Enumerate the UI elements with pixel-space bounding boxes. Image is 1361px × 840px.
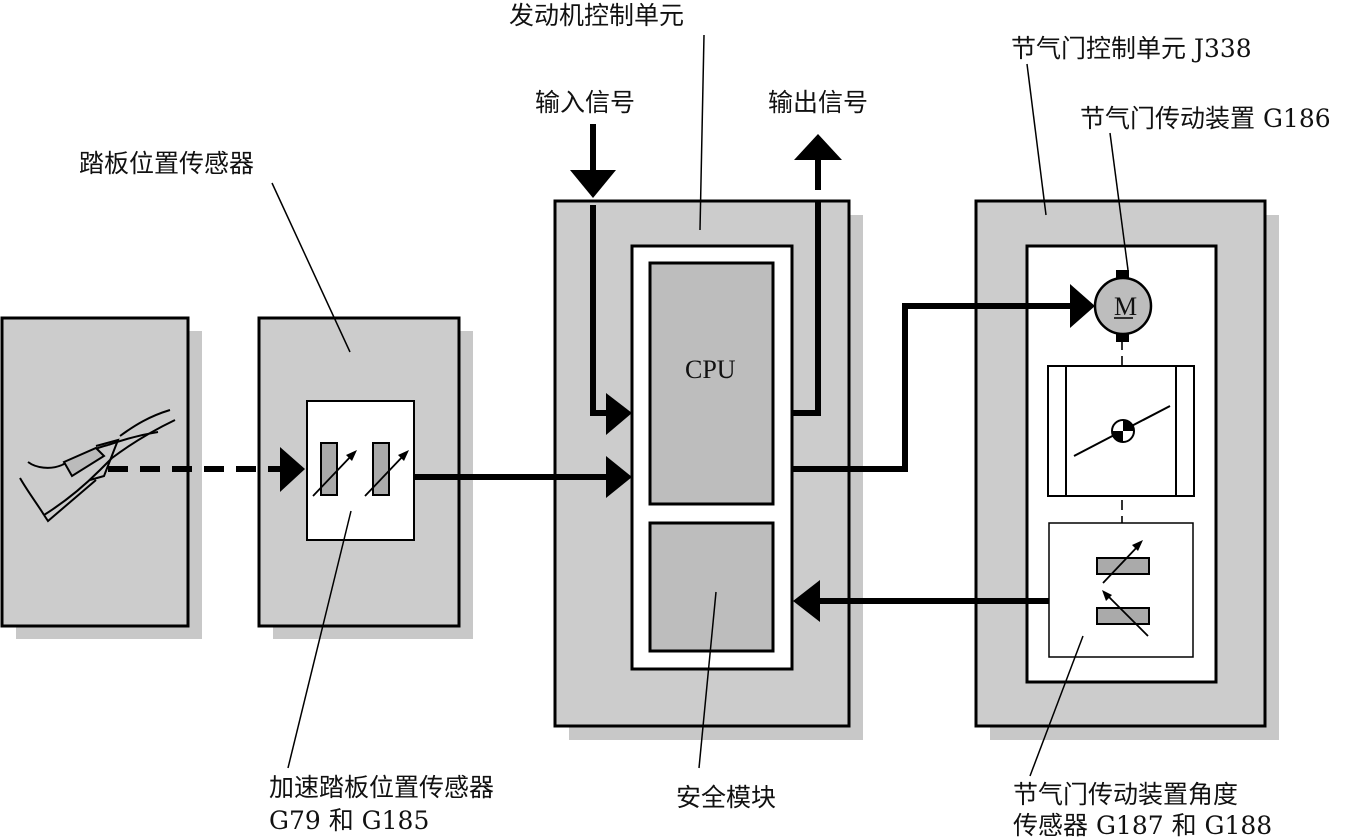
accel-sensor-label-2: G79 和 G185 [269,806,429,835]
throttle-valve-icon [1047,365,1195,497]
motor-icon [1093,270,1153,342]
cpu-label: CPU [685,355,736,384]
angle-sensor-label-1: 节气门传动装置角度 [1013,780,1238,809]
potentiometer-icon [312,442,409,497]
foot-icon [19,409,176,523]
angle-sensor-label-2: 传感器 G187 和 G188 [1013,811,1272,840]
throttle-unit-label: 节气门控制单元 J338 [1011,34,1252,63]
ecu-box [553,199,863,740]
pedal-sensor-label: 踏板位置传感器 [79,149,254,178]
foot-pedal-box [0,316,202,639]
leader-lines [271,34,1129,777]
throttle-unit-box [974,199,1279,740]
signal-arrows [108,124,1095,622]
safety-module-label: 安全模块 [676,783,776,812]
ecu-title-label: 发动机控制单元 [509,1,684,30]
input-signal-label: 输入信号 [535,88,635,117]
accel-sensor-label-1: 加速踏板位置传感器 [269,773,494,802]
angle-sensor-icon [1048,522,1194,658]
motor-label: M [1114,292,1137,321]
throttle-actuator-label: 节气门传动装置 G186 [1080,104,1331,133]
output-signal-label: 输出信号 [768,88,868,117]
